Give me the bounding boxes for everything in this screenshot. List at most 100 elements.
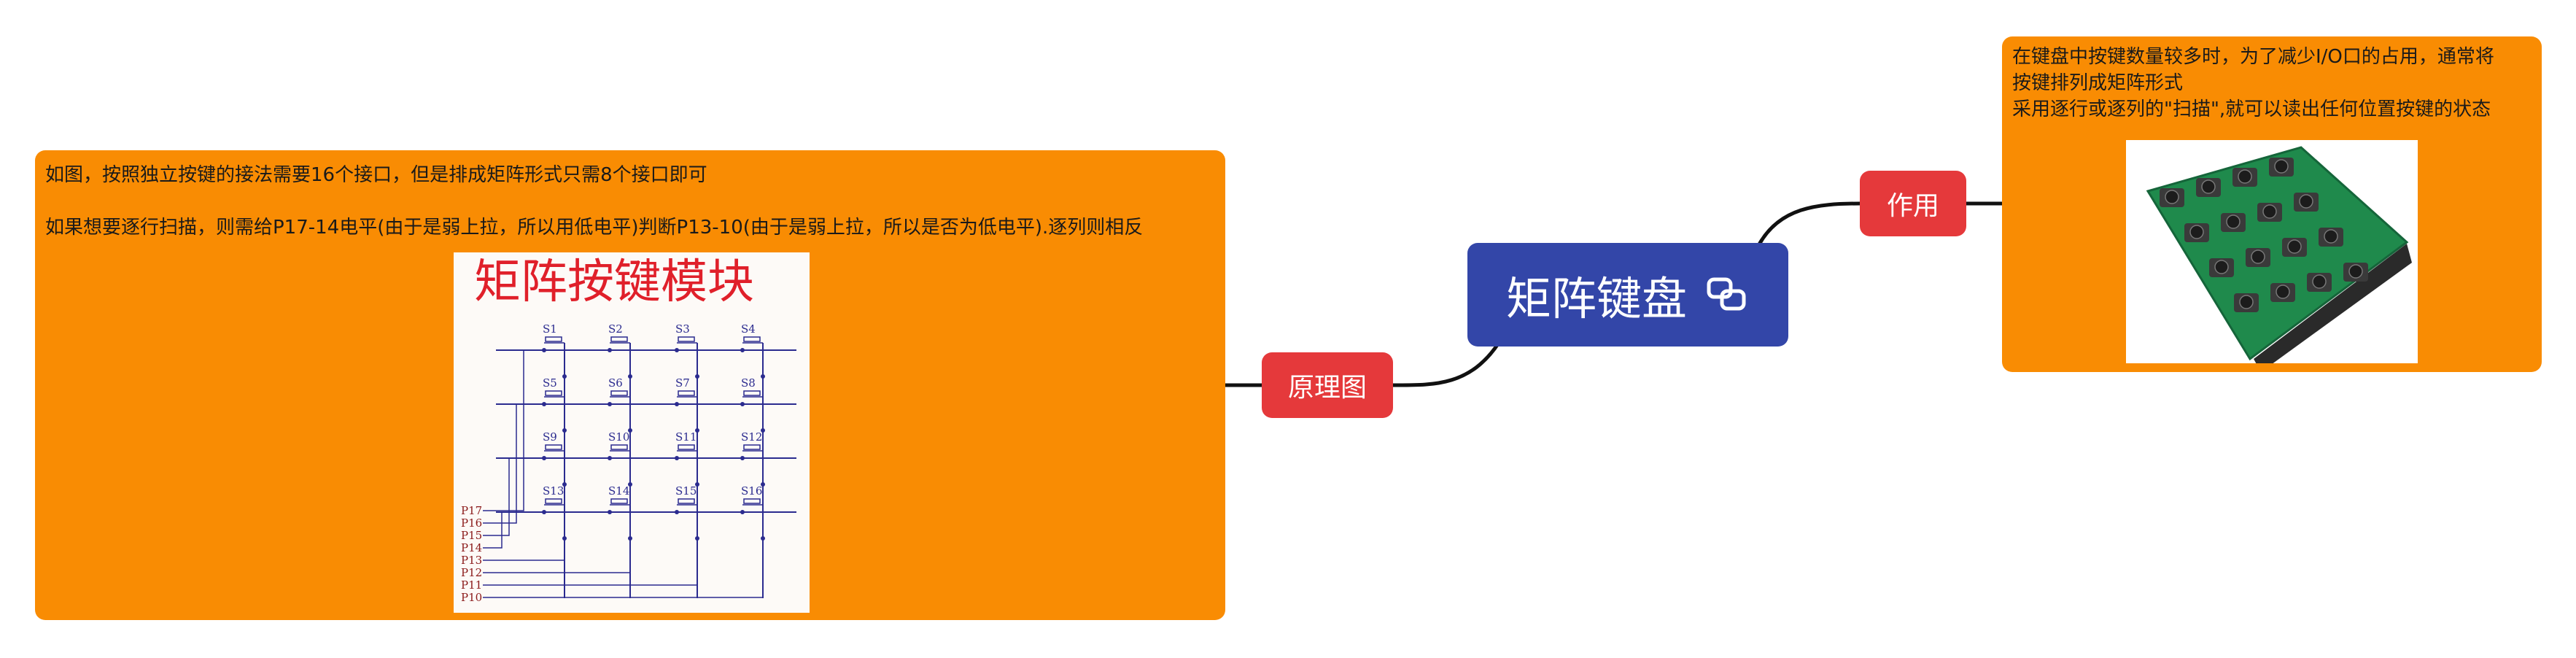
central-topic-title: 矩阵键盘	[1505, 272, 1687, 325]
schematic-pin-label: P15	[461, 529, 482, 542]
keypad-button-cap	[2238, 169, 2252, 184]
schematic-key-switch	[610, 336, 628, 342]
schematic-node	[675, 510, 679, 514]
schematic-pin-wire	[483, 350, 524, 511]
schematic-node	[740, 402, 745, 406]
note-right-line2: 按键排列成矩阵形式	[2012, 72, 2184, 94]
keypad-button-cap	[2262, 204, 2277, 219]
schematic-node	[740, 348, 745, 352]
schematic-key-switch	[678, 390, 695, 396]
schematic-key-switch	[545, 498, 562, 504]
keypad-button-cap	[2201, 179, 2216, 194]
connector-central-to-yuanli	[1392, 341, 1501, 387]
schematic-node	[608, 456, 612, 460]
branch-zuoyong-label: 作用	[1886, 191, 1939, 221]
schematic-key-label: S3	[675, 322, 690, 336]
schematic-key-label: S12	[741, 430, 762, 444]
schematic-pin-label: P16	[461, 516, 482, 530]
schematic-pin-wire	[483, 572, 631, 598]
schematic-key-label: S4	[741, 322, 756, 336]
schematic-key-label: S10	[608, 430, 629, 444]
schematic-key-switch	[545, 336, 562, 342]
schematic-key-label: S6	[608, 376, 623, 390]
central-topic[interactable]: 矩阵键盘	[1467, 243, 1788, 347]
schematic-node	[542, 348, 546, 352]
schematic-key-label: S14	[608, 484, 629, 498]
keypad-button-cap	[2214, 260, 2229, 274]
schematic-node	[542, 510, 546, 514]
keypad-button-cap	[2312, 274, 2327, 289]
keypad-photo-drawing	[2146, 146, 2412, 372]
schematic-node	[740, 456, 745, 460]
schematic-node	[675, 456, 679, 460]
schematic-key-switch	[610, 444, 628, 450]
schematic-node	[608, 402, 612, 406]
schematic-key-label: S16	[741, 484, 762, 498]
schematic-title: 矩阵按键模块	[474, 255, 754, 309]
link-icon[interactable]	[1704, 272, 1750, 317]
schematic-key-switch	[743, 336, 761, 342]
keypad-button-cap	[2324, 229, 2338, 244]
schematic-pin-label: P17	[461, 504, 482, 517]
keypad-button-cap	[2276, 285, 2290, 299]
schematic-key-label: S7	[675, 376, 690, 390]
note-right-line3: 采用逐行或逐列的"扫描",就可以读出任何位置按键的状态	[2012, 98, 2491, 120]
schematic-node	[740, 510, 745, 514]
schematic-pin-wire	[483, 512, 503, 549]
schematic-node	[542, 456, 546, 460]
keypad-photo	[2126, 140, 2418, 372]
connector-central-to-zuoyong	[1757, 201, 1861, 246]
schematic-key-switch	[610, 390, 628, 396]
note-schematic[interactable]: 如图，按照独立按键的接法需要16个接口，但是排成矩阵形式只需8个接口即可 如果想…	[35, 150, 1225, 620]
schematic-key-switch	[545, 444, 562, 450]
schematic-key-switch	[610, 498, 628, 504]
schematic-pin-wire	[483, 584, 698, 598]
schematic-key-label: S11	[675, 430, 697, 444]
schematic-key-label: S5	[543, 376, 557, 390]
branch-yuanli-label: 原理图	[1287, 373, 1367, 403]
schematic-key-label: S13	[543, 484, 564, 498]
schematic-key-switch	[678, 444, 695, 450]
schematic-key-label: S9	[543, 430, 557, 444]
schematic-key-switch	[545, 390, 562, 396]
note-purpose[interactable]: 在键盘中按键数量较多时，为了减少I/O口的占用，通常将 按键排列成矩阵形式 采用…	[2002, 36, 2542, 372]
keypad-button-cap	[2189, 225, 2204, 239]
branch-yuanli[interactable]: 原理图	[1262, 352, 1393, 418]
keypad-button-cap	[2239, 295, 2254, 309]
schematic-pin-wire	[483, 560, 565, 598]
pcb-board	[2146, 146, 2409, 361]
keypad-button-cap	[2251, 249, 2265, 264]
keypad-button-cap	[2348, 264, 2363, 279]
keypad-button-cap	[2274, 159, 2289, 174]
schematic-key-switch	[678, 498, 695, 504]
schematic-key-label: S1	[543, 322, 557, 336]
schematic-key-switch	[743, 444, 761, 450]
schematic-pin-label: P14	[461, 541, 482, 554]
schematic-pin-wire	[483, 404, 517, 524]
schematic-node	[675, 402, 679, 406]
note-right-line1: 在键盘中按键数量较多时，为了减少I/O口的占用，通常将	[2012, 46, 2494, 68]
pcb-header	[2254, 244, 2412, 372]
schematic-key-switch	[743, 390, 761, 396]
schematic-key-label: S2	[608, 322, 623, 336]
schematic-pin-label: P12	[461, 566, 482, 579]
schematic-pin-label: P13	[461, 554, 482, 567]
keypad-button-cap	[2287, 239, 2302, 254]
keypad-button-cap	[2299, 194, 2313, 209]
schematic-pin-wire	[483, 458, 510, 536]
note-left-line2: 如果想要逐行扫描，则需给P17-14电平(由于是弱上拉，所以用低电平)判断P13…	[45, 217, 1144, 239]
keypad-button-cap	[2226, 214, 2241, 229]
schematic-node	[608, 348, 612, 352]
schematic-pin-label: P11	[461, 578, 482, 592]
schematic-key-label: S8	[741, 376, 756, 390]
schematic-key-switch	[743, 498, 761, 504]
schematic-node	[542, 402, 546, 406]
branch-zuoyong[interactable]: 作用	[1860, 171, 1966, 236]
schematic-node	[675, 348, 679, 352]
schematic-key-label: S15	[675, 484, 697, 498]
schematic-key-switch	[678, 336, 695, 342]
schematic-node	[608, 510, 612, 514]
